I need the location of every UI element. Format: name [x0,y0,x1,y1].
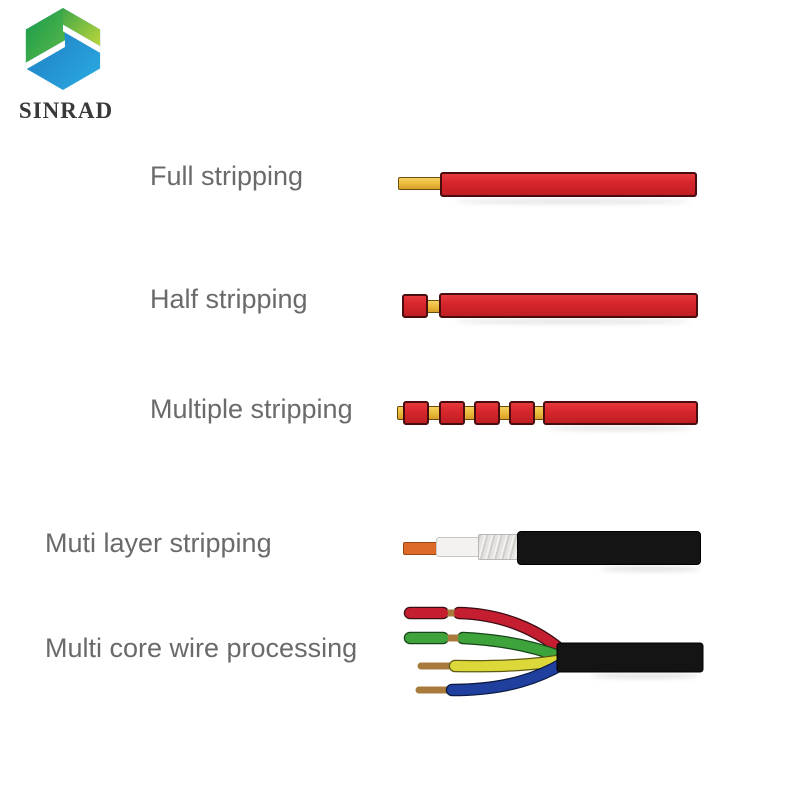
multi-layer-core-conductor [403,542,438,555]
full-stripping-insulation [440,172,697,197]
label-multi-layer-stripping: Muti layer stripping [45,528,272,558]
multiple-stripping-slug [439,401,465,425]
blue-wire [447,658,569,695]
label-multiple-stripping: Multiple stripping [150,394,353,424]
multiple-stripping-slug [509,401,535,425]
half-stripping-insulation [439,293,698,318]
label-full-stripping: Full stripping [150,161,304,191]
multiple-stripping-slug [403,401,429,425]
multi-layer-braid-shield [478,534,519,560]
multi-layer-shadow [600,566,700,572]
full-stripping-shadow [455,199,690,204]
multiple-stripping-shadow [548,426,693,431]
label-multi-core-processing: Multi core wire processing [45,633,358,663]
red-wire [405,608,566,655]
multiple-stripping-slug [474,401,500,425]
multi-core-shadow [590,673,700,679]
sinrad-logo-icon [25,8,101,90]
multi-layer-dielectric [436,537,481,557]
brand-name: SINRAD [18,98,114,123]
multi-layer-outer-jacket [517,531,701,565]
multiple-stripping-insulation [543,401,698,425]
full-stripping-bare-conductor [398,177,442,190]
half-stripping-shadow [455,319,690,324]
half-stripping-end-slug [402,294,428,318]
multi-core-cable-graphic [403,606,704,697]
multi-core-outer-jacket [556,642,704,673]
green-wire [405,633,566,662]
label-half-stripping: Half stripping [150,284,308,314]
